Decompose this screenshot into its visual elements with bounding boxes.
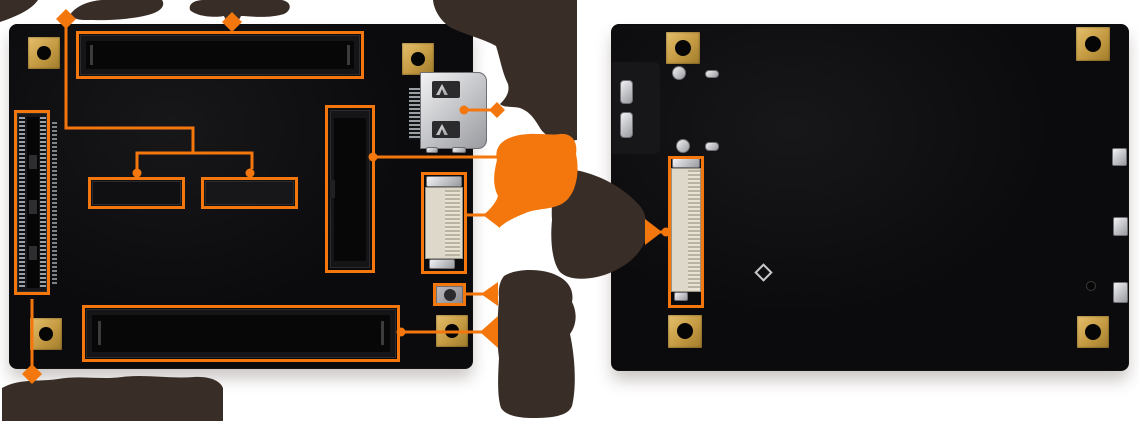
callout-line-header-pair xyxy=(64,24,195,153)
j1-key-bump xyxy=(29,200,37,214)
j5-ffc-bottom-tab xyxy=(429,259,455,269)
mount-hole xyxy=(1085,36,1101,52)
callout-label-blob-bottom xyxy=(2,376,223,421)
k1-button xyxy=(444,289,456,301)
callout-line-header-bracket xyxy=(135,151,254,169)
j9-ffc-bottom-tab xyxy=(674,292,688,301)
small-via-hole xyxy=(1086,281,1096,291)
camera-connector-contact xyxy=(620,80,633,104)
edge-cap-c2 xyxy=(1113,217,1128,236)
callout-label-blob-header-pair xyxy=(70,0,164,21)
j1-pin-row xyxy=(40,117,46,288)
connector-screw xyxy=(676,139,690,153)
callout-dot xyxy=(661,227,671,237)
edge-cap-c1 xyxy=(1113,282,1128,303)
callout-arrow-j6 xyxy=(480,316,498,348)
j2-pin-comb xyxy=(409,88,422,140)
edge-cap-c3 xyxy=(1112,148,1127,166)
j1-callout-rect xyxy=(14,110,50,295)
callout-label-blob-j4-highlight xyxy=(484,133,578,227)
camera-connector-back xyxy=(612,62,660,154)
callout-label-blob-top-corner xyxy=(0,0,38,22)
callout-label-blob-key-and-j6 xyxy=(497,270,576,418)
j3-callout-rect xyxy=(76,31,364,79)
callout-label-blob-j3 xyxy=(189,0,290,28)
j3-end-key xyxy=(347,45,350,65)
j8-header-body xyxy=(205,181,294,205)
j1-pin-row xyxy=(19,117,25,288)
callout-arrow-j9 xyxy=(645,219,662,245)
callout-diamond-header-pair xyxy=(56,9,76,29)
hdmi-foot xyxy=(452,147,466,153)
j4-key-notch xyxy=(330,180,335,198)
j9-ffc-ribs xyxy=(688,170,700,290)
callout-diamond-j3 xyxy=(222,12,242,32)
mount-hole xyxy=(411,52,425,66)
k1-callout-rect xyxy=(433,283,466,306)
j1-through-pins xyxy=(52,122,57,285)
callout-dot xyxy=(245,168,255,178)
callout-dot xyxy=(368,152,378,162)
solder-bar xyxy=(705,70,719,78)
j7-header-body xyxy=(92,181,181,205)
j4-callout-rect xyxy=(325,105,375,273)
callout-label-blob-camera xyxy=(433,0,577,141)
mount-hole xyxy=(39,327,53,341)
mount-hole xyxy=(677,323,693,339)
j7-callout-rect xyxy=(88,177,185,209)
connector-screw xyxy=(672,66,686,80)
callout-dot xyxy=(396,327,406,337)
j8-callout-rect xyxy=(201,177,298,209)
j4-header-slot xyxy=(334,118,366,261)
j5-ffc-ribs xyxy=(445,190,460,256)
j3-end-key xyxy=(90,45,93,65)
j5-callout-rect xyxy=(421,172,467,274)
callout-dot xyxy=(132,168,142,178)
j6-header-slot xyxy=(92,315,390,352)
j6-end-key xyxy=(98,321,101,345)
j6-end-key xyxy=(381,321,384,345)
callout-diamond-j1 xyxy=(22,364,42,384)
callout-diamond-camera xyxy=(489,102,505,118)
j3-header-slot xyxy=(86,41,354,69)
j5-ffc-top-tab xyxy=(426,176,462,187)
solder-bar xyxy=(705,142,719,151)
mount-hole xyxy=(675,40,691,56)
hdmi-foot xyxy=(426,147,438,153)
mount-hole xyxy=(1085,324,1101,340)
j1-key-bump xyxy=(29,246,37,260)
callout-dot xyxy=(459,105,469,115)
callout-label-blob-j9 xyxy=(551,170,646,279)
camera-connector-contact xyxy=(620,112,633,138)
j1-key-bump xyxy=(29,155,37,169)
mount-hole xyxy=(37,46,51,60)
callout-arrow-k1 xyxy=(481,282,498,306)
